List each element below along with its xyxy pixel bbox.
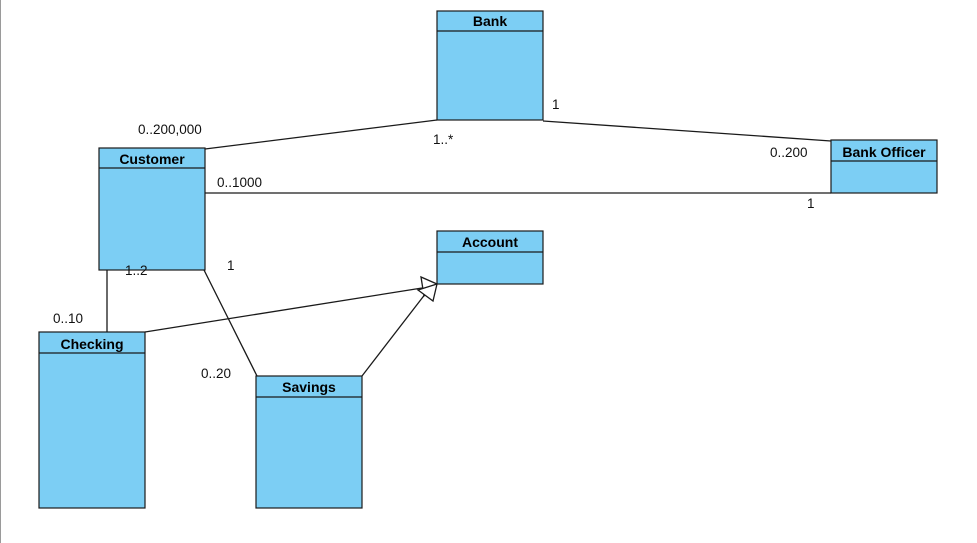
association-bank-bank-officer[interactable] (542, 120, 832, 142)
class-checking-name: Checking (60, 336, 123, 352)
generalization-arrowhead-savings (416, 283, 438, 303)
generalization-checking-account[interactable] (144, 287, 423, 333)
class-customer-name: Customer (119, 151, 185, 167)
multiplicity-label: 1 (227, 258, 235, 273)
class-bank-officer[interactable]: Bank Officer (830, 139, 938, 194)
multiplicity-label: 1 (807, 196, 815, 211)
multiplicity-label: 0..200 (770, 145, 808, 160)
association-customer-bank[interactable] (204, 119, 438, 150)
multiplicity-label: 0..200,000 (138, 122, 202, 137)
multiplicity-label: 1..* (433, 132, 454, 147)
class-customer[interactable]: Customer (98, 147, 206, 271)
multiplicity-label: 1..2 (125, 263, 148, 278)
multiplicity-label: 0..10 (53, 311, 83, 326)
class-bank[interactable]: Bank (436, 10, 544, 121)
multiplicity-label: 1 (552, 97, 560, 112)
class-savings-name: Savings (282, 379, 336, 395)
association-customer-savings[interactable] (203, 269, 258, 377)
class-account[interactable]: Account (436, 230, 544, 285)
class-savings[interactable]: Savings (255, 375, 363, 509)
class-account-name: Account (462, 234, 518, 250)
multiplicity-label: 0..20 (201, 366, 231, 381)
multiplicity-label: 0..1000 (217, 175, 262, 190)
class-bank-officer-name: Bank Officer (842, 144, 926, 160)
class-bank-name: Bank (473, 13, 507, 29)
class-checking[interactable]: Checking (38, 331, 146, 509)
generalization-savings-account[interactable] (361, 292, 427, 377)
